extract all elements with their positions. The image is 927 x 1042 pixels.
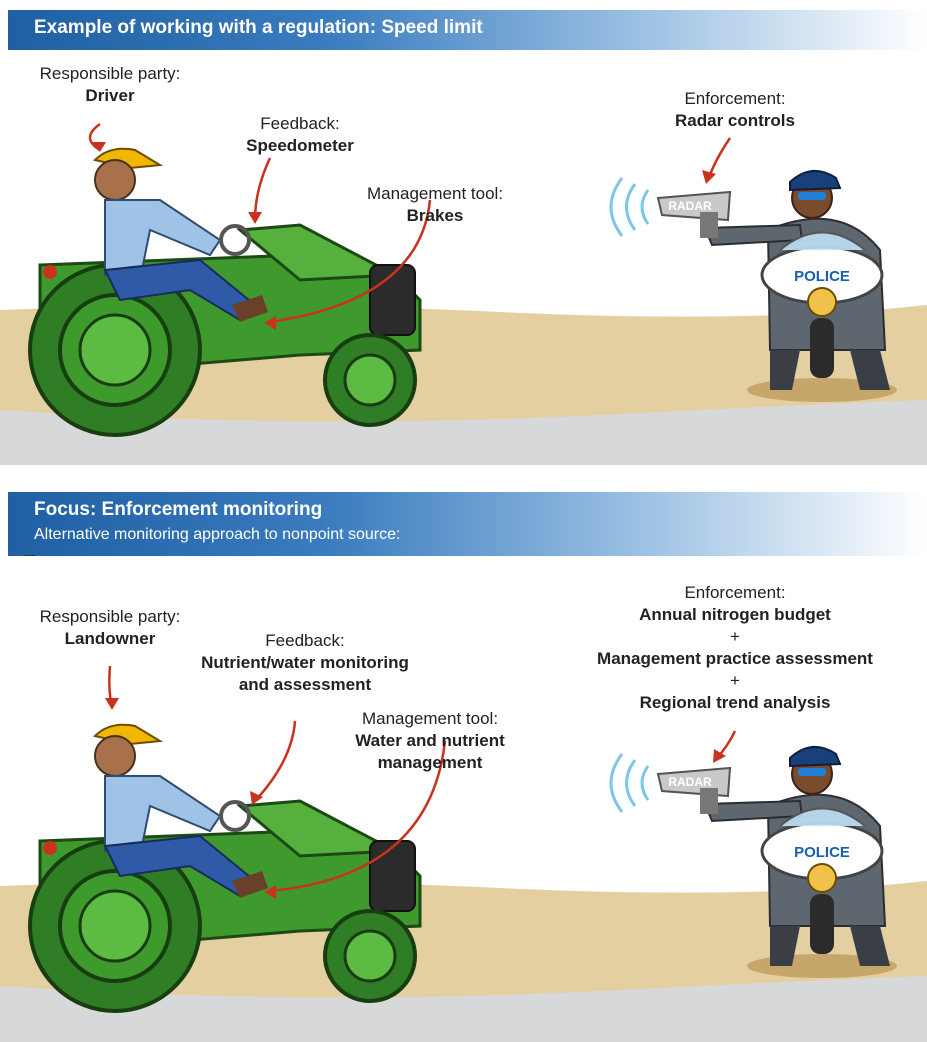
label-key: Management tool: xyxy=(361,709,499,728)
police-officer-icon xyxy=(703,170,890,390)
plus-sign: + xyxy=(730,671,740,690)
radar-gun-icon xyxy=(609,177,732,238)
banner-underline-mark xyxy=(25,555,35,556)
arrow-feedback xyxy=(253,157,272,221)
banner-title: Focus: Enforcement monitoring xyxy=(34,499,323,520)
responsible-party-label: Responsible party: Landowner xyxy=(25,606,195,650)
road xyxy=(0,400,927,465)
label-value-line-2: management xyxy=(377,753,483,772)
panel-enforcement-monitoring: Focus: Enforcement monitoring Alternativ… xyxy=(0,492,927,1042)
arrow-tool xyxy=(269,740,447,893)
tractor-icon xyxy=(28,799,422,1013)
scene: RADAR POLICE Responsible party: Driver F… xyxy=(0,50,927,465)
label-value: Radar controls xyxy=(675,111,795,130)
enforcement-item-3: Regional trend analysis xyxy=(639,693,831,712)
farmer-icon xyxy=(93,723,268,898)
management-tool-label: Management tool: Brakes xyxy=(345,183,525,227)
banner-subtitle: Alternative monitoring approach to nonpo… xyxy=(34,526,401,543)
label-value: Speedometer xyxy=(246,136,354,155)
panel-speed-limit: Example of working with a regulation: Sp… xyxy=(0,0,927,465)
radar-label: RADAR xyxy=(668,775,712,789)
label-value: Brakes xyxy=(406,206,464,225)
label-value-line-1: Water and nutrient xyxy=(355,731,505,750)
enforcement-label: Enforcement: Radar controls xyxy=(650,88,820,132)
banner: Example of working with a regulation: Sp… xyxy=(8,10,927,50)
label-key: Feedback: xyxy=(260,114,340,133)
banner: Focus: Enforcement monitoring Alternativ… xyxy=(8,492,927,556)
feedback-label: Feedback: Speedometer xyxy=(225,113,375,157)
scene-illustration: RADAR POLICE xyxy=(0,122,927,465)
enforcement-item-1: Annual nitrogen budget xyxy=(639,605,831,624)
banner-title: Example of working with a regulation: Sp… xyxy=(34,17,483,38)
responsible-party-label: Responsible party: Driver xyxy=(25,63,195,107)
label-value: Driver xyxy=(85,86,135,105)
scene-illustration: RADAR POLICE xyxy=(0,665,927,1042)
feedback-label: Feedback: Nutrient/water monitoring and … xyxy=(165,630,445,696)
scene: RADAR POLICE Responsible party: Landowne… xyxy=(0,556,927,1042)
label-key: Responsible party: xyxy=(39,64,181,83)
radar-label: RADAR xyxy=(668,199,712,213)
label-value-line-1: Nutrient/water monitoring xyxy=(201,653,409,672)
label-key: Enforcement: xyxy=(684,89,786,108)
farmer-icon xyxy=(93,147,268,322)
enforcement-label: Enforcement: Annual nitrogen budget + Ma… xyxy=(560,582,910,714)
radar-gun-icon xyxy=(609,753,732,814)
management-tool-label: Management tool: Water and nutrient mana… xyxy=(330,708,530,774)
road xyxy=(0,976,927,1042)
enforcement-item-2: Management practice assessment xyxy=(597,649,873,668)
label-key: Management tool: xyxy=(366,184,504,203)
police-officer-icon xyxy=(703,746,890,966)
arrow-tool xyxy=(269,199,432,324)
arrow-feedback xyxy=(254,720,297,802)
label-value-line-2: and assessment xyxy=(238,675,372,694)
label-key: Feedback: xyxy=(265,631,345,650)
label-key: Enforcement: xyxy=(684,583,786,602)
label-key: Responsible party: xyxy=(39,607,181,626)
plus-sign: + xyxy=(730,627,740,646)
label-value: Landowner xyxy=(64,629,156,648)
police-label: POLICE xyxy=(794,844,850,861)
police-label: POLICE xyxy=(794,268,850,285)
